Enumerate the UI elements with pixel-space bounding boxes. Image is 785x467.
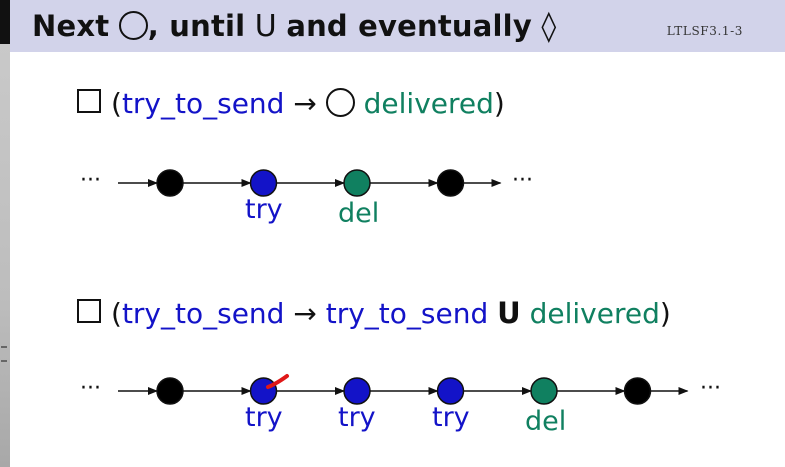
formula2-implies: →	[293, 297, 317, 330]
formula2-trigger: try_to_send	[121, 297, 285, 330]
state-label-try: try	[245, 194, 283, 225]
state-node-del	[343, 169, 371, 197]
formula-until: (try_to_send → try_to_send U delivered)	[77, 296, 671, 330]
always-operator-box-icon	[77, 89, 101, 113]
edge-artifact	[0, 338, 10, 378]
state-node-try	[249, 169, 278, 197]
state-node-try	[343, 377, 371, 405]
state-node-plain	[156, 377, 184, 405]
eventually-operator-symbol: ◊	[541, 9, 557, 44]
slide-title: Next , until U and eventually ◊	[32, 0, 556, 52]
until-operator-symbol: U	[497, 296, 521, 330]
ellipsis-left: ···	[80, 376, 101, 401]
state-label-try: try	[245, 402, 283, 433]
trace-diagram-until: ··· ··· try try try del	[0, 358, 785, 438]
formula2-goal: delivered	[529, 297, 660, 330]
state-label-try: try	[338, 402, 376, 433]
trace-diagram-next: ··· ··· try del	[0, 150, 785, 230]
state-node-try	[249, 377, 278, 405]
title-until-word: , until	[147, 9, 246, 43]
desktop-background-strip	[0, 44, 10, 467]
title-next: Next	[32, 9, 110, 43]
slide-id: LTLSF3.1-3	[666, 24, 743, 38]
state-node-try	[436, 377, 465, 405]
formula2-paren-close: )	[659, 297, 671, 330]
state-node-del	[530, 377, 558, 405]
pen-annotation-mark	[266, 374, 289, 389]
formula-next: (try_to_send → delivered)	[77, 87, 505, 120]
ellipsis-left: ···	[80, 168, 101, 193]
formula2-hold: try_to_send	[325, 297, 489, 330]
state-node-plain	[436, 169, 465, 197]
formula1-paren-open: (	[111, 87, 122, 120]
next-operator-circle-icon	[325, 88, 355, 117]
window-edge	[0, 0, 10, 44]
next-operator-circle-icon	[118, 11, 148, 40]
until-operator-symbol: U	[254, 9, 277, 44]
trace-diagram-until-graphic	[118, 374, 689, 405]
trace-diagram-next-graphic	[118, 169, 502, 197]
ellipsis-right: ···	[700, 376, 721, 401]
state-node-plain	[623, 377, 652, 405]
formula1-trigger: try_to_send	[121, 87, 285, 120]
formula1-paren-close: )	[493, 87, 505, 120]
state-label-del: del	[525, 406, 567, 437]
formula2-paren-open: (	[111, 297, 122, 330]
title-eventually-word: and eventually	[286, 9, 532, 43]
state-label-del: del	[338, 198, 380, 229]
ellipsis-right: ···	[512, 168, 533, 193]
formula1-goal: delivered	[363, 87, 494, 120]
state-label-try: try	[432, 402, 470, 433]
slide-header: Next , until U and eventually ◊ LTLSF3.1…	[10, 0, 785, 52]
state-node-plain	[156, 169, 184, 197]
formula1-implies: →	[293, 87, 317, 120]
always-operator-box-icon	[77, 299, 101, 323]
